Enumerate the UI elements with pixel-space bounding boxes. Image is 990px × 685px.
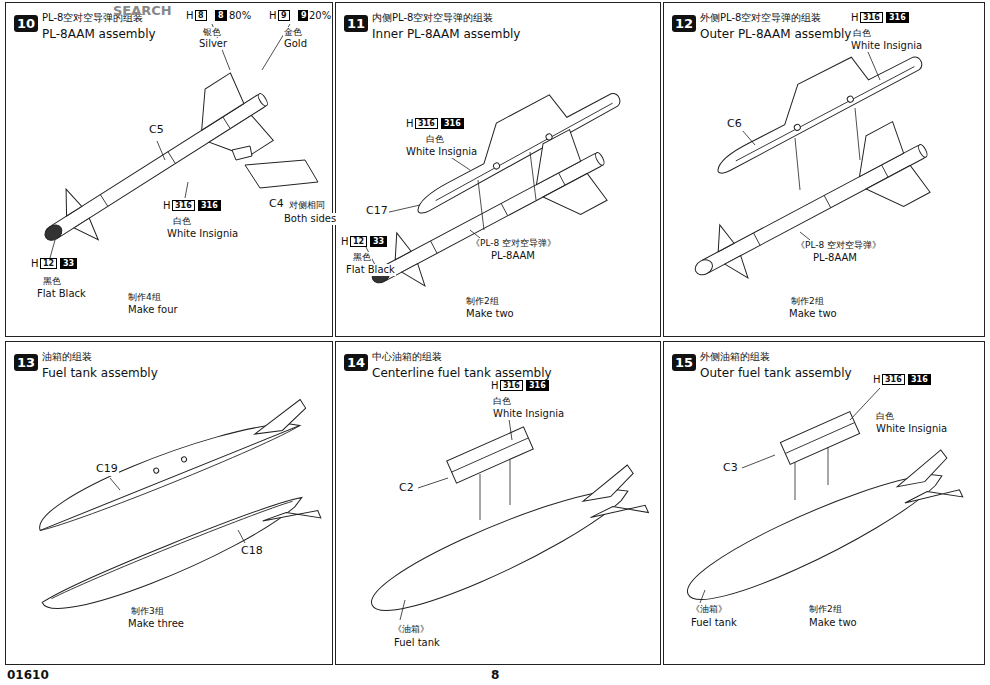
step-title-english: PL-8AAM assembly [42,27,156,41]
step-number: 12 [672,15,696,32]
paint-code: 316 [526,380,549,391]
part-caption: PL-8AAM [490,250,536,262]
part-number: C5 [148,124,165,137]
paint-code: 316 [441,118,464,129]
step-title-chinese: 外侧PL-8空对空导弹的组装 [700,11,821,25]
part-number: C2 [398,482,415,495]
note-chinese: 对侧相同 [288,200,326,210]
step-number: 14 [344,354,368,371]
quantity-chinese: 制作2组 [790,296,825,306]
color-name-chinese: 白色 [172,216,192,226]
part-number: C4 [268,198,285,211]
step-title-english: Centerline fuel tank assembly [372,366,552,380]
mix-ratio: 80% [228,10,252,22]
paint-code-prefix: H [268,10,278,22]
color-name-chinese: 黑色 [352,252,372,262]
part-caption-chinese: 《油箱》 [690,604,728,614]
quantity: Make two [808,617,858,629]
color-name: Flat Black [36,288,87,300]
quantity-chinese: 制作2组 [808,604,843,614]
part-caption-chinese: 《PL-8 空对空导弹》 [795,240,882,250]
color-name-chinese: 白色 [492,396,512,406]
color-name: White Insignia [166,228,239,240]
step-title-english: Inner PL-8AAM assembly [372,27,520,41]
step-title-chinese: 中心油箱的组装 [372,350,442,364]
paint-code: 33 [370,236,387,247]
color-name-chinese: 白色 [425,134,445,144]
step-panel: 12 外侧PL-8空对空导弹的组装 Outer PL-8AAM assembly [663,2,985,337]
paint-code-prefix: H [340,236,350,248]
paint-code: 316 [172,200,195,211]
quantity: Make two [465,308,515,320]
step-number: 11 [344,15,368,32]
paint-code-prefix: H [850,12,860,24]
color-name: White Insignia [492,408,565,420]
color-name: White Insignia [875,423,948,435]
quantity-chinese: 制作3组 [130,606,165,616]
quantity-chinese: 制作2组 [465,296,500,306]
paint-code: 33 [60,258,77,269]
color-name-chinese: 白色 [875,411,895,421]
step-panel: 11 内侧PL-8空对空导弹的组装 Inner PL-8AAM assembly [335,2,661,337]
paint-code: 316 [908,374,931,385]
step-panel: 10PL-8空对空导弹的组装PL-8AAM assembly [5,2,333,337]
note: Both sides [283,213,337,225]
kit-number: 01610 [6,669,50,683]
part-caption-chinese: 《PL-8 空对空导弹》 [470,238,557,248]
paint-code: 316 [860,12,883,23]
part-caption: Fuel tank [690,617,738,629]
part-number: C19 [95,463,119,476]
part-number: C6 [726,118,743,131]
quantity-chinese: 制作4组 [127,292,162,302]
color-name-chinese: 金色 [283,27,303,37]
step-number: 15 [672,354,696,371]
paint-code-prefix: H [185,10,195,22]
paint-code-prefix: H [490,380,500,392]
quantity: Make three [127,618,185,630]
paint-code: 316 [415,118,438,129]
color-name: White Insignia [850,40,923,52]
paint-code-prefix: H [162,200,172,212]
color-name-chinese: 白色 [852,28,872,38]
step-title-english: Fuel tank assembly [42,366,158,380]
color-name: Gold [283,38,308,50]
color-name: Silver [198,38,228,50]
part-caption: Fuel tank [393,637,441,649]
step-panel: 13 油箱的组装 Fuel tank assembly [5,341,333,665]
part-number: C17 [365,205,389,218]
step-title-english: Outer fuel tank assembly [700,366,852,380]
part-number: C3 [722,462,739,475]
paint-code: 316 [198,200,221,211]
watermark: SEARCH [112,4,173,19]
step-title-chinese: 内侧PL-8空对空导弹的组装 [372,11,493,25]
quantity: Make four [127,304,179,316]
color-name: Flat Black [345,264,396,276]
quantity: Make two [788,308,838,320]
color-name-chinese: 银色 [202,27,222,37]
step-title-chinese: 外侧油箱的组装 [700,350,770,364]
paint-code: 316 [886,12,909,23]
paint-code-prefix: H [30,258,40,270]
page-number: 8 [490,669,500,683]
paint-code: 316 [500,380,523,391]
paint-code-prefix: H [872,374,882,386]
step-title-chinese: 油箱的组装 [42,350,92,364]
paint-code: 12 [350,236,367,247]
part-caption: PL-8AAM [812,252,858,264]
mix-ratio: 20% [308,10,332,22]
step-number: 13 [14,354,38,371]
color-name: White Insignia [405,146,478,158]
part-caption-chinese: 《油箱》 [392,624,430,634]
part-number: C18 [240,545,264,558]
paint-code: 8 [215,10,227,21]
color-name-chinese: 黑色 [42,276,62,286]
step-number: 10 [14,15,38,32]
paint-code: 9 [278,10,290,21]
paint-code: 316 [882,374,905,385]
paint-code-prefix: H [405,118,415,130]
paint-code: 12 [40,258,57,269]
step-title-english: Outer PL-8AAM assembly [700,27,851,41]
paint-code: 8 [195,10,207,21]
